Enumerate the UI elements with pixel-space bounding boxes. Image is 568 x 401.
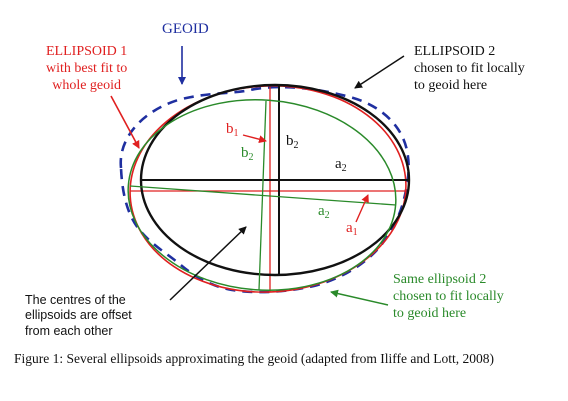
ellipsoid-2-label: ELLIPSOID 2 chosen to fit locally to geo… [414, 44, 525, 94]
b1-arrow [242, 134, 267, 144]
figure-caption: Figure 1: Several ellipsoids approximati… [14, 351, 495, 366]
geoid-label: GEOID [162, 21, 209, 37]
same-ellipsoid-2-label: Same ellipsoid 2 chosen to fit locally t… [393, 272, 504, 322]
geoid-curve [119, 85, 410, 294]
ellipsoid-1-label: ELLIPSOID 1 with best fit to whole geoid [46, 44, 128, 94]
centres-arrow [169, 226, 247, 301]
green-minor-axis [258, 100, 267, 291]
a2-green-symbol: a2 [318, 203, 330, 221]
ellipsoid-2-arrow [354, 55, 405, 89]
b1-symbol: b1 [226, 121, 239, 139]
centres-offset-label: The centres of the ellipsoids are offset… [25, 293, 132, 338]
ellipsoid-1-arrow [110, 95, 140, 149]
b2-black-symbol: b2 [286, 133, 299, 151]
a2-black-symbol: a2 [335, 156, 347, 174]
b2-green-symbol: b2 [241, 145, 254, 163]
same-ellipsoid-2-arrow [330, 289, 389, 306]
a1-symbol: a1 [346, 220, 358, 238]
a1-arrow [355, 194, 369, 223]
